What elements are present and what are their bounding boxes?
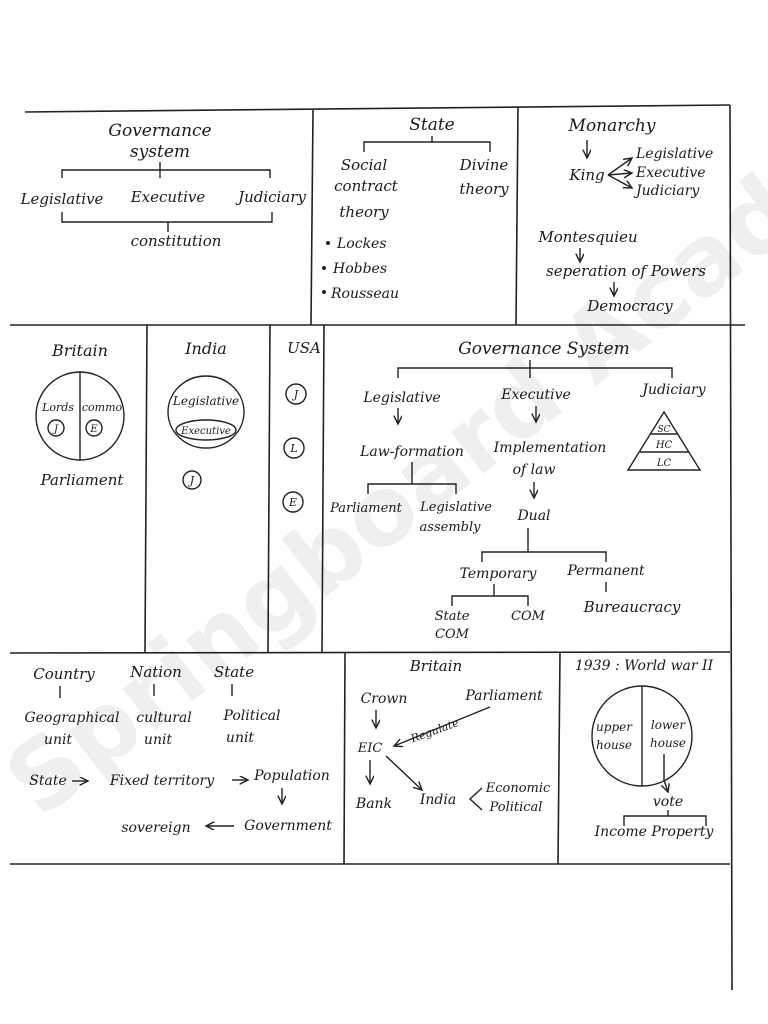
- britain2-economic: Economic: [485, 781, 551, 796]
- cell-state: State Social contract theory Divine theo…: [322, 115, 509, 302]
- state-title: State: [409, 115, 455, 135]
- gov2-assembly-line1: Legislative: [419, 500, 492, 515]
- cell-country-nation-state: Country Nation State Geographical unit c…: [24, 663, 332, 836]
- monarchy-king: King: [568, 166, 604, 184]
- gov2-dual: Dual: [516, 508, 550, 524]
- cell1-title-line2: system: [130, 142, 190, 162]
- usa-j: J: [292, 388, 299, 401]
- gov2-state-com-line2: COM: [435, 627, 470, 642]
- monarchy-executive: Executive: [635, 165, 706, 181]
- britain2-india: India: [419, 792, 456, 808]
- gov2-bureaucracy: Bureaucracy: [583, 598, 681, 616]
- ww2-upper-line1: upper: [596, 720, 633, 734]
- britain1-commons: commo: [82, 401, 123, 414]
- britain2-eic: EIC: [357, 741, 383, 756]
- cns-fixed-territory: Fixed territory: [109, 773, 215, 789]
- cns-political-line2: unit: [226, 730, 255, 746]
- ww2-income-property: Income Property: [594, 824, 715, 840]
- britain2-parliament: Parliament: [464, 688, 543, 704]
- ww2-lower-line2: house: [650, 736, 686, 750]
- cell1-judiciary: Judiciary: [235, 188, 306, 206]
- britain1-e: E: [89, 424, 98, 435]
- cns-state: State: [214, 663, 254, 681]
- state-bullet-hobbes: Hobbes: [332, 261, 387, 277]
- cns-geo-line2: unit: [44, 732, 73, 748]
- gov2-com: COM: [511, 609, 546, 624]
- ww2-lower-line1: lower: [651, 718, 686, 732]
- britain2-crown: Crown: [361, 691, 408, 707]
- gov2-judiciary: Judiciary: [639, 382, 706, 398]
- usa-e: E: [288, 496, 297, 509]
- britain2-bank: Bank: [355, 796, 392, 812]
- ww2-upper-line2: house: [596, 738, 632, 752]
- cns-population: Population: [253, 768, 330, 784]
- gov2-legislative: Legislative: [362, 390, 440, 406]
- gov2-court-lc: LC: [656, 458, 672, 469]
- cns-government: Government: [244, 818, 332, 834]
- monarchy-separation: seperation of Powers: [546, 262, 706, 280]
- cns-country: Country: [33, 665, 95, 683]
- state-bullet-rousseau: Rousseau: [330, 286, 399, 302]
- cell-india: India Legislative Executive J: [167, 339, 245, 490]
- gov2-temporary: Temporary: [460, 566, 538, 582]
- india-j: J: [188, 474, 195, 487]
- state-social-line1: Social: [341, 156, 387, 174]
- ww2-vote: vote: [653, 794, 683, 810]
- gov2-parliament: Parliament: [329, 501, 403, 516]
- cns-geo-line1: Geographical: [24, 710, 119, 726]
- ww2-title: 1939 : World war II: [575, 658, 714, 674]
- cns-cultural-line1: cultural: [136, 710, 192, 726]
- cns-state-label: State: [29, 773, 66, 789]
- cell-governance-system-1: Governance system Legislative Executive …: [20, 121, 307, 250]
- gov2-implementation-line1: Implementation: [493, 440, 607, 456]
- britain1-title: Britain: [51, 341, 108, 360]
- usa-title: USA: [287, 339, 321, 357]
- cell-world-war-2: 1939 : World war II upper house lower ho…: [575, 658, 715, 840]
- cell1-executive: Executive: [130, 188, 206, 206]
- monarchy-montesquieu: Montesquieu: [537, 228, 637, 246]
- gov2-law-formation: Law-formation: [359, 444, 464, 460]
- britain2-regulate: Regulate: [408, 716, 461, 746]
- india-executive: Executive: [180, 426, 231, 437]
- state-bullet-lockes: Lockes: [336, 236, 387, 252]
- gov2-title: Governance System: [458, 339, 630, 359]
- gov2-state-com-line1: State: [435, 609, 470, 624]
- cell-britain-parliament: Britain Lords commo J E Parliament: [35, 341, 125, 489]
- monarchy-judiciary: Judiciary: [633, 183, 700, 199]
- cell-monarchy: Monarchy King Legislative Executive Judi…: [537, 116, 713, 315]
- state-divine-line1: Divine: [459, 156, 509, 174]
- cns-cultural-line2: unit: [144, 732, 173, 748]
- gov2-court-sc: SC: [657, 425, 670, 435]
- britain1-lords: Lords: [41, 401, 74, 414]
- cell-britain-eic: Britain Crown Parliament Regulate EIC Ba…: [355, 657, 551, 815]
- gov2-assembly-line2: assembly: [420, 520, 482, 535]
- table-grid: [9, 104, 745, 991]
- monarchy-democracy: Democracy: [586, 297, 673, 315]
- britain1-parliament: Parliament: [40, 471, 125, 489]
- gov2-court-hc: HC: [655, 440, 673, 451]
- india-title: India: [184, 339, 227, 358]
- state-social-line2: contract: [334, 177, 399, 195]
- gov2-permanent: Permanent: [566, 563, 645, 579]
- cell1-constitution: constitution: [131, 232, 222, 250]
- cell1-legislative: Legislative: [20, 190, 104, 208]
- gov2-executive: Executive: [500, 387, 571, 403]
- cns-nation: Nation: [129, 663, 182, 681]
- cell-usa: USA J L E: [282, 339, 321, 513]
- cns-political-line1: Political: [222, 708, 280, 724]
- monarchy-legislative: Legislative: [635, 146, 713, 162]
- india-legislative: Legislative: [172, 394, 239, 408]
- state-divine-line2: theory: [459, 180, 509, 198]
- britain1-j: J: [52, 424, 59, 435]
- britain2-title: Britain: [409, 657, 462, 675]
- britain2-political: Political: [489, 800, 543, 815]
- state-social-line3: theory: [339, 203, 389, 221]
- cell1-title-line1: Governance: [108, 121, 211, 141]
- cell-governance-system-2: Governance System Legislative Executive …: [329, 339, 707, 642]
- cns-sovereign: sovereign: [121, 820, 190, 836]
- gov2-implementation-line2: of law: [513, 462, 556, 478]
- monarchy-title: Monarchy: [568, 116, 656, 136]
- usa-l: L: [289, 442, 297, 455]
